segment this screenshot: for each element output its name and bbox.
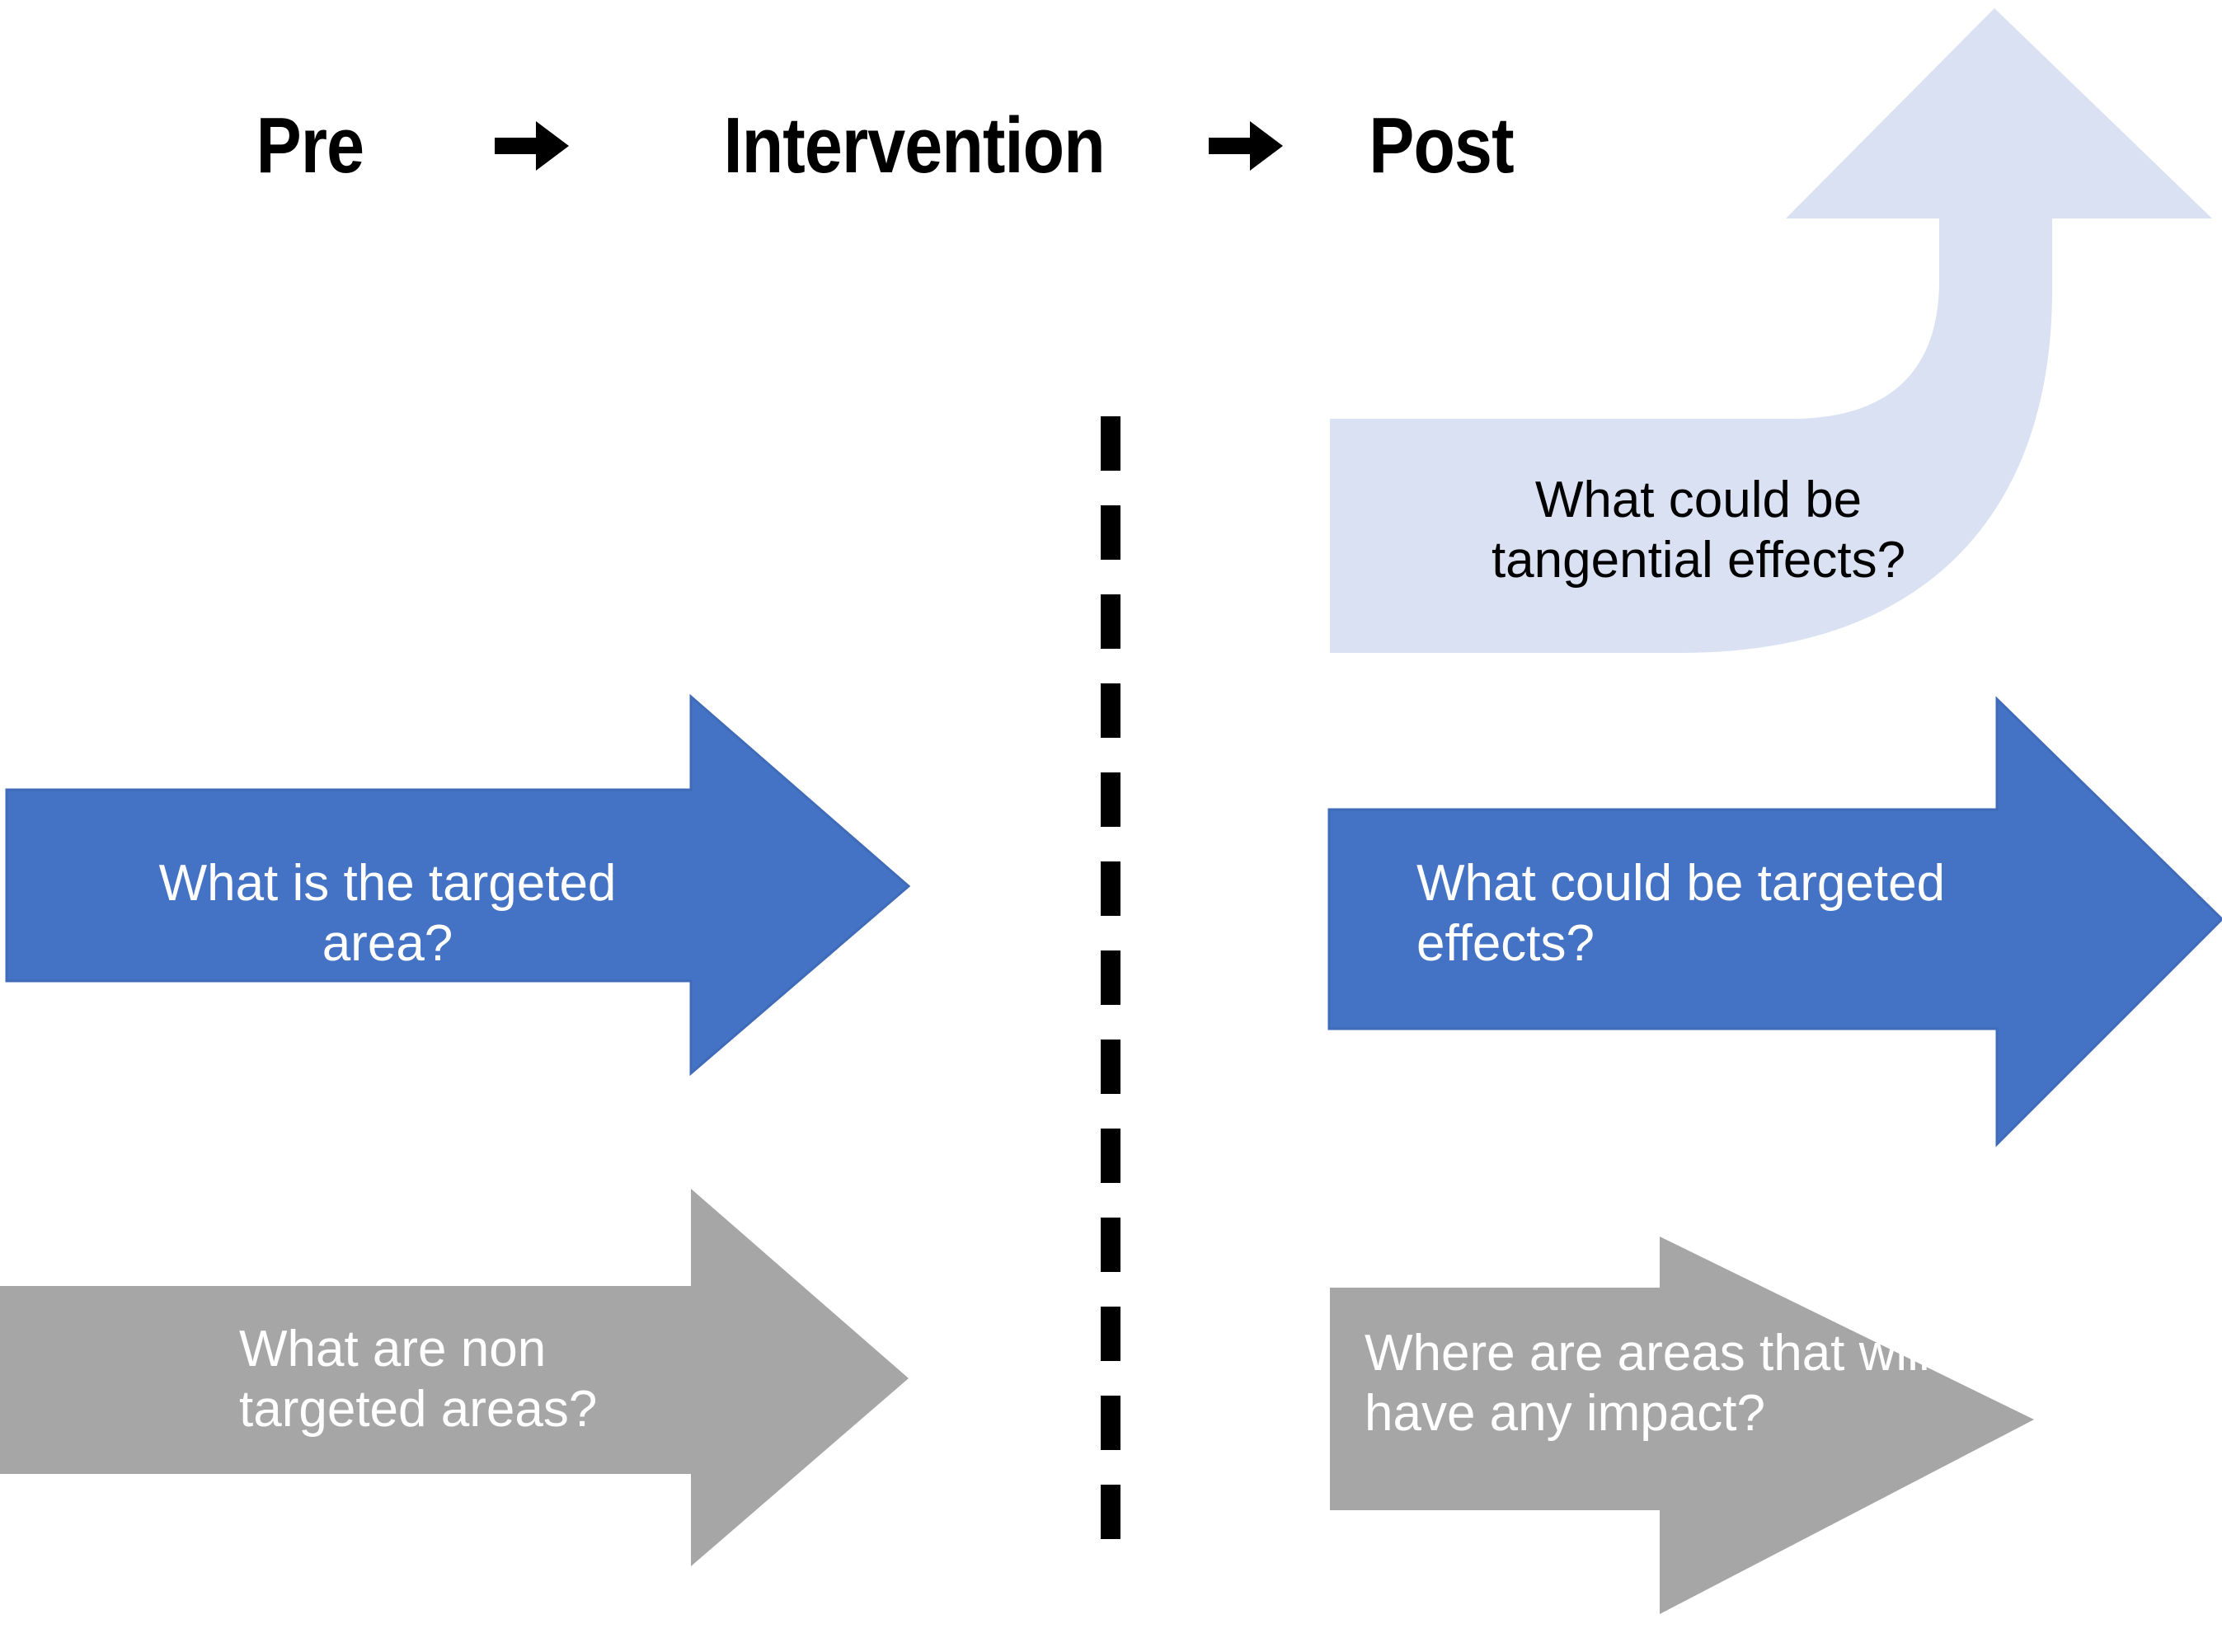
tangential-curved-arrow-shape bbox=[1330, 8, 2212, 653]
post-no-impact-arrow-shape bbox=[1330, 1237, 2034, 1614]
pre-non-targeted-arrow-shape bbox=[0, 1189, 909, 1566]
post-targeted-arrow-shape bbox=[1327, 696, 2222, 1147]
pre-targeted-arrow-shape bbox=[5, 693, 911, 1077]
